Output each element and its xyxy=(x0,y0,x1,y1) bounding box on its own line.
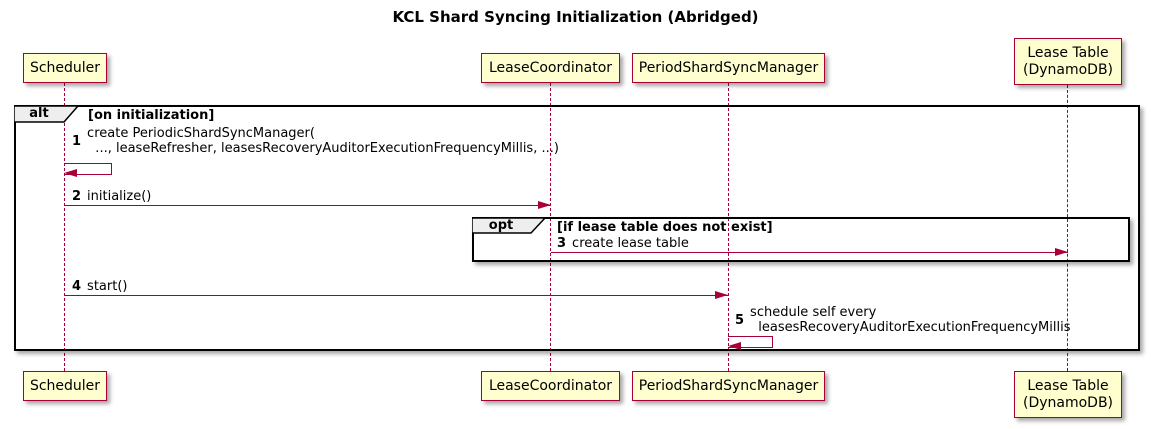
participant-periodshardsyncmanager-top-label: PeriodShardSyncManager xyxy=(638,59,819,76)
participant-scheduler-bottom-label: Scheduler xyxy=(29,377,101,394)
participant-periodshardsyncmanager-bottom-label: PeriodShardSyncManager xyxy=(638,377,819,394)
lifeline-leasetable xyxy=(1067,85,1068,371)
alt-frame-condition: [on initialization] xyxy=(88,108,215,123)
participant-periodshardsyncmanager-bottom: PeriodShardSyncManager xyxy=(632,371,825,401)
message-1-number: 1 xyxy=(72,133,82,149)
diagram-title: KCL Shard Syncing Initialization (Abridg… xyxy=(392,8,759,26)
message-3-arrowhead xyxy=(1055,248,1068,256)
message-1-self-arrow xyxy=(64,163,112,175)
participant-leasetable-bottom-label: Lease Table (DynamoDB) xyxy=(1022,377,1114,411)
message-2-label: 2 initialize() xyxy=(72,189,151,204)
message-5-label: 5 schedule self every leasesRecoveryAudi… xyxy=(735,305,1071,335)
participant-scheduler-bottom: Scheduler xyxy=(23,371,107,401)
participant-scheduler-top-label: Scheduler xyxy=(29,59,101,76)
participant-leasetable-bottom: Lease Table (DynamoDB) xyxy=(1014,371,1122,418)
participant-leasecoordinator-bottom: LeaseCoordinator xyxy=(481,371,620,401)
message-1-label: 1 create PeriodicShardSyncManager( ..., … xyxy=(72,126,559,156)
message-4-arrow xyxy=(64,295,728,296)
lifeline-scheduler xyxy=(64,83,65,371)
opt-frame-tab xyxy=(472,217,547,234)
message-4-number: 4 xyxy=(72,279,82,294)
participant-leasetable-top: Lease Table (DynamoDB) xyxy=(1014,38,1122,85)
message-5-number: 5 xyxy=(735,312,745,328)
message-3-arrow xyxy=(551,252,1068,253)
message-5-text: schedule self every leasesRecoveryAudito… xyxy=(750,305,1071,335)
participant-periodshardsyncmanager-top: PeriodShardSyncManager xyxy=(632,53,825,83)
message-5-arrowhead xyxy=(728,342,741,350)
message-1-arrowhead xyxy=(64,169,77,177)
message-1-text: create PeriodicShardSyncManager( ..., le… xyxy=(87,126,559,156)
participant-scheduler-top: Scheduler xyxy=(23,53,107,83)
opt-frame xyxy=(472,217,1130,262)
alt-frame xyxy=(14,105,1140,351)
lifeline-leasecoordinator xyxy=(550,83,551,371)
message-2-text: initialize() xyxy=(87,189,152,204)
message-4-text: start() xyxy=(87,279,128,294)
message-3-label: 3 create lease table xyxy=(557,236,689,251)
opt-frame-keyword: opt xyxy=(488,218,514,233)
lifeline-periodshardsyncmanager xyxy=(728,83,729,371)
participant-leasecoordinator-top-label: LeaseCoordinator xyxy=(488,59,613,76)
message-3-text: create lease table xyxy=(572,236,689,251)
message-2-arrow xyxy=(64,205,551,206)
message-3-number: 3 xyxy=(557,236,567,251)
message-4-arrowhead xyxy=(715,291,728,299)
message-2-arrowhead xyxy=(538,201,551,209)
message-4-label: 4 start() xyxy=(72,279,127,294)
participant-leasecoordinator-bottom-label: LeaseCoordinator xyxy=(488,377,613,394)
message-5-self-arrow xyxy=(728,336,773,348)
alt-frame-tab xyxy=(14,105,80,123)
message-2-number: 2 xyxy=(72,189,82,204)
alt-frame-keyword: alt xyxy=(29,106,49,121)
participant-leasecoordinator-top: LeaseCoordinator xyxy=(481,53,620,83)
opt-frame-condition: [if lease table does not exist] xyxy=(557,220,773,235)
participant-leasetable-top-label: Lease Table (DynamoDB) xyxy=(1022,44,1114,78)
